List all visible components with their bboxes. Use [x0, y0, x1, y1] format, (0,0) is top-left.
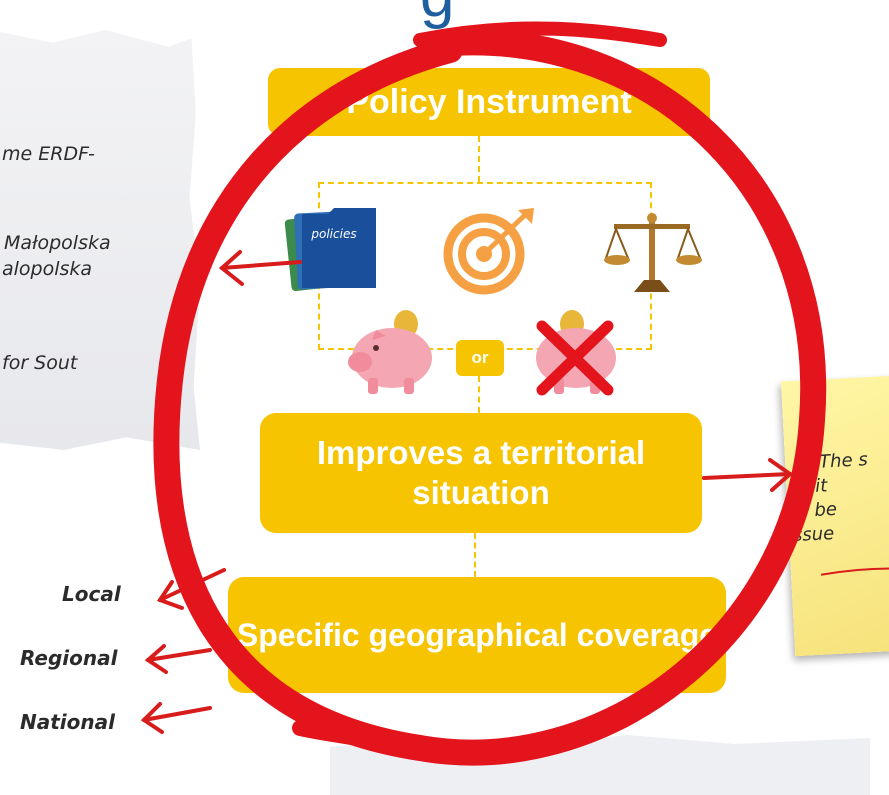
left-note-line: for Sout	[2, 352, 78, 374]
left-note-line: alopolska	[2, 258, 93, 280]
arrow-to-sticky-note	[702, 472, 792, 480]
red-circle-annotation	[153, 21, 827, 766]
level-local: Local	[62, 582, 121, 606]
folder-label: policies	[310, 227, 356, 241]
connector-line	[478, 136, 480, 182]
connector-line	[478, 376, 480, 413]
scales-icon	[604, 213, 702, 292]
red-arrows	[140, 21, 827, 766]
piggy-bank-icon	[348, 310, 432, 394]
level-national: National	[20, 710, 115, 734]
title-fragment: g	[420, 0, 454, 31]
policy-instrument-box: Policy Instrument	[268, 68, 710, 136]
sticky-underline	[820, 567, 889, 576]
improves-situation-box: Improves a territorial situation	[260, 413, 702, 533]
arrow-regional	[146, 648, 212, 662]
policies-folder-icon: policies	[284, 208, 376, 292]
target-icon	[443, 208, 534, 295]
arrow-national	[142, 706, 212, 722]
left-note-line: Małopolska	[4, 232, 111, 254]
or-box: or	[456, 340, 504, 376]
no-funding-icon	[536, 310, 616, 396]
level-regional: Regional	[20, 646, 118, 670]
arrow-to-left-note	[220, 260, 302, 270]
connector-line	[474, 533, 476, 577]
sticky-note: The s rrit o be ssue	[780, 374, 889, 657]
geo-coverage-box: Specific geographical coverage	[228, 577, 726, 693]
left-note-line: me ERDF-	[2, 143, 95, 165]
